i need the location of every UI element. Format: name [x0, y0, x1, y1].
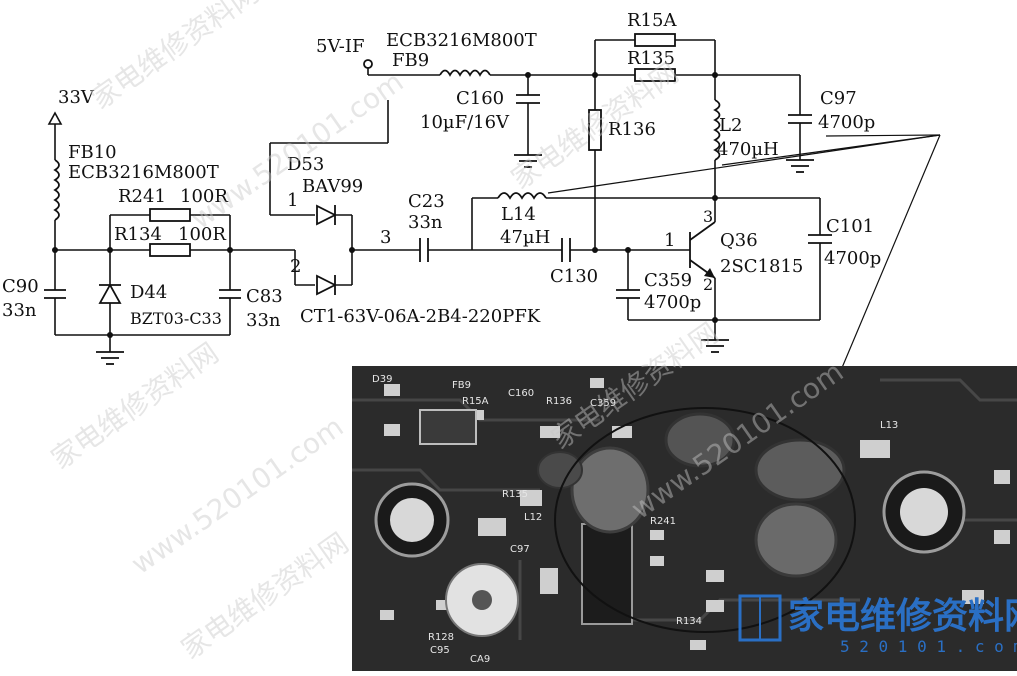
- label-5v-if: 5V-IF: [316, 36, 364, 57]
- label-c83: C83: [246, 286, 283, 307]
- label-fb10-part: ECB3216M800T: [68, 162, 219, 183]
- label-l14-val: 47µH: [500, 227, 550, 248]
- label-c101-val: 4700p: [824, 248, 881, 269]
- pcb-label: C359: [590, 398, 616, 409]
- pcb-label: C97: [510, 544, 530, 555]
- pcb-label: D39: [372, 374, 392, 385]
- label-r241-val: 100R: [180, 186, 228, 207]
- detector-section: 2 1 D53 BAV99 3 C23 33n CT1-63V-06A-2B4-…: [269, 100, 541, 327]
- l14-inductor: [497, 192, 547, 200]
- label-l14: L14: [501, 204, 536, 225]
- pcb-label: R135: [502, 489, 528, 500]
- callout-line: [825, 134, 941, 137]
- label-r241: R241: [118, 186, 166, 207]
- label-fb10: FB10: [68, 142, 117, 163]
- left-section: 33V FB10 ECB3216M800T R241 100R R134 100…: [2, 87, 295, 365]
- label-d53-part: BAV99: [302, 176, 363, 197]
- label-q-pin3: 3: [703, 207, 713, 226]
- watermark-site-cn: 家电维修资料网: [85, 0, 264, 116]
- d53-lower-diode: [316, 274, 338, 296]
- highlight-ring: [554, 407, 856, 633]
- logo-url: 5 2 0 1 0 1 . c o m: [840, 637, 1017, 656]
- label-q-pin2: 2: [703, 275, 713, 294]
- pcb-label: C160: [508, 388, 534, 399]
- r241-resistor: [149, 208, 191, 222]
- label-d53: D53: [287, 154, 324, 175]
- label-c23-val: 33n: [408, 212, 443, 233]
- label-fb9-part: ECB3216M800T: [386, 30, 537, 51]
- pcb-label: R128: [428, 632, 454, 643]
- label-q-pin1: 1: [664, 230, 675, 251]
- fb9-inductor: [439, 69, 491, 77]
- r15a-resistor: [634, 33, 676, 47]
- label-r134-val: 100R: [178, 224, 226, 245]
- label-c97-val: 4700p: [818, 112, 875, 133]
- label-c359-val: 4700p: [644, 292, 701, 313]
- pcb-label: R136: [546, 396, 572, 407]
- supply-arrow-icon: [47, 111, 63, 125]
- label-c90: C90: [2, 276, 39, 297]
- callout-line: [547, 134, 941, 194]
- label-d44-part: BZT03-C33: [130, 309, 222, 328]
- pcb-photo: FB9 R15A C160 R136 C359 R135 L12 C97 R24…: [352, 366, 1017, 671]
- label-c97: C97: [820, 88, 857, 109]
- l2-inductor: [713, 99, 721, 161]
- label-33v: 33V: [58, 87, 95, 108]
- pcb-label: C95: [430, 645, 450, 656]
- label-c130: C130: [550, 266, 598, 287]
- label-c359: C359: [644, 270, 692, 291]
- pcb-label: L13: [880, 420, 898, 431]
- label-pin3: 3: [380, 227, 391, 248]
- label-l2: L2: [719, 115, 742, 136]
- label-c90-val: 33n: [2, 300, 37, 321]
- label-r135: R135: [627, 48, 675, 69]
- label-r136: R136: [608, 119, 656, 140]
- pcb-label: L12: [524, 512, 542, 523]
- label-c101: C101: [826, 216, 874, 237]
- label-q36-part: 2SC1815: [720, 256, 803, 277]
- label-pin2: 2: [290, 256, 301, 277]
- label-d44: D44: [130, 282, 167, 303]
- label-r15a: R15A: [627, 10, 677, 31]
- label-c160: C160: [456, 88, 504, 109]
- supply-section: 5V-IF FB9 ECB3216M800T C160 10µF/16V R15…: [316, 10, 875, 250]
- 5v-if-terminal: [363, 59, 373, 69]
- r135-resistor: [634, 68, 676, 82]
- r134-resistor: [149, 243, 191, 257]
- pcb-label: FB9: [452, 380, 471, 391]
- label-c83-val: 33n: [246, 310, 281, 331]
- watermark-site-cn: 家电维修资料网: [45, 336, 224, 475]
- label-ct1: CT1-63V-06A-2B4-220PFK: [300, 306, 541, 327]
- label-c160-val: 10µF/16V: [420, 112, 510, 133]
- pcb-label: R15A: [462, 396, 489, 407]
- label-fb9: FB9: [392, 50, 429, 71]
- label-r134: R134: [114, 224, 162, 245]
- label-pin1: 1: [287, 190, 298, 211]
- pcb-label: R241: [650, 516, 676, 527]
- pcb-label: R134: [676, 616, 702, 627]
- label-q36: Q36: [720, 230, 758, 251]
- label-c23: C23: [408, 191, 445, 212]
- watermark-site-cn: 家电维修资料网: [175, 526, 354, 665]
- label-l2-val: 470µH: [717, 139, 779, 160]
- fb10-inductor: [53, 159, 60, 221]
- pcb-label: CA9: [470, 654, 490, 665]
- d53-upper-diode: [316, 204, 338, 226]
- d44-zener-diode: [98, 283, 122, 304]
- oscillator-section: L14 47µH C130 1 3 2 Q36 2SC1815 C359 470…: [471, 134, 941, 421]
- logo-name: 家电维修资料网: [788, 596, 1017, 637]
